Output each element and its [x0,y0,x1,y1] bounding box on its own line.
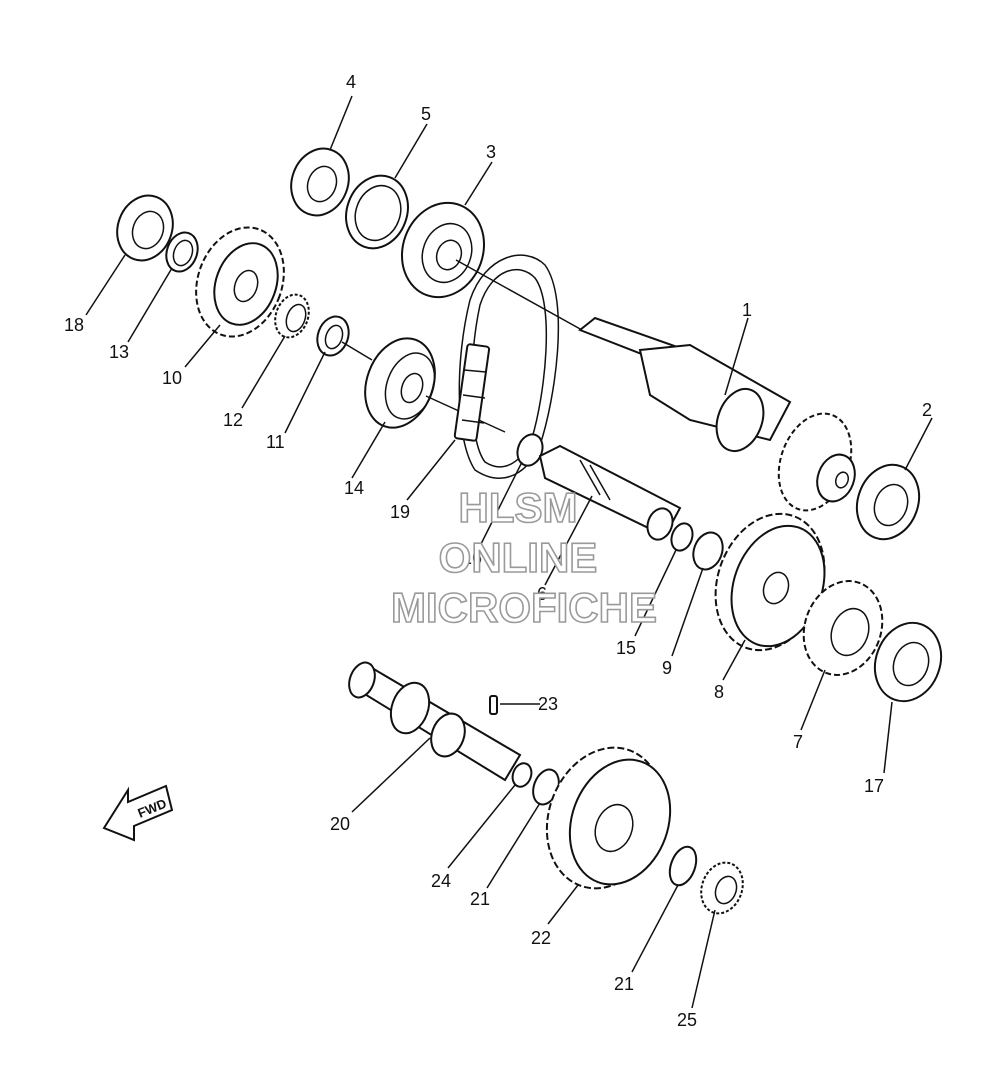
callout-10: 10 [162,368,182,388]
watermark-line-2: ONLINE [439,534,598,581]
callout-21-upper: 21 [470,889,490,909]
callout-21-lower: 21 [614,974,634,994]
callout-11: 11 [266,432,285,452]
part-17-bearing [873,621,943,703]
part-20-output-shaft [348,661,522,782]
part-5-seal [345,174,409,250]
callout-8: 8 [714,682,724,702]
part-21-circlip-lower [668,845,698,887]
part-8-gear [714,512,826,652]
callout-14: 14 [344,478,364,498]
part-1-main-shaft [578,316,856,512]
part-15-circlip [670,522,694,552]
part-12-needle-bearing [274,293,310,339]
callout-7: 7 [793,732,803,752]
callout-numbers: 1 2 3 4 5 6 7 8 9 10 11 12 13 14 15 16 1… [64,72,932,1030]
part-9-washer [692,531,724,571]
callout-19: 19 [390,502,410,522]
part-13-washer [165,231,199,273]
part-10-gear [195,226,285,338]
part-6-shaft [538,444,682,541]
callout-20: 20 [330,814,350,834]
callout-23: 23 [538,694,558,714]
callout-2: 2 [922,400,932,420]
callout-17: 17 [864,776,884,796]
callout-18: 18 [64,315,84,335]
callout-5: 5 [421,104,431,124]
callout-4: 4 [346,72,356,92]
part-18-bearing [116,194,174,262]
part-14-dog-clutch [364,337,436,429]
callout-3: 3 [486,142,496,162]
watermark-line-1: HLSM [459,484,578,531]
part-23-pin [489,695,498,715]
leader-lines [85,95,933,1009]
callout-24: 24 [431,871,451,891]
watermark: HLSM ONLINE MICROFICHE [390,483,658,632]
callout-16: 16 [462,548,482,568]
callout-22: 22 [531,928,551,948]
part-16-circlip [516,433,544,467]
part-4-bearing [290,147,350,217]
part-22-gear [545,746,672,890]
part-3-bearing [400,201,486,299]
callout-12: 12 [223,410,243,430]
part-25-needle-bearing [700,861,744,915]
callout-15: 15 [616,638,636,658]
callout-9: 9 [662,658,672,678]
part-2-bearing [855,463,921,541]
watermark-line-3: MICROFICHE [391,584,657,631]
part-24-washer [511,762,533,788]
part-11-washer [316,315,350,357]
fwd-arrow-icon: FWD [102,784,174,842]
callout-25: 25 [677,1010,697,1030]
callout-6: 6 [537,584,547,604]
callout-1: 1 [742,300,752,320]
part-7-gear [802,580,884,676]
callout-13: 13 [109,342,129,362]
